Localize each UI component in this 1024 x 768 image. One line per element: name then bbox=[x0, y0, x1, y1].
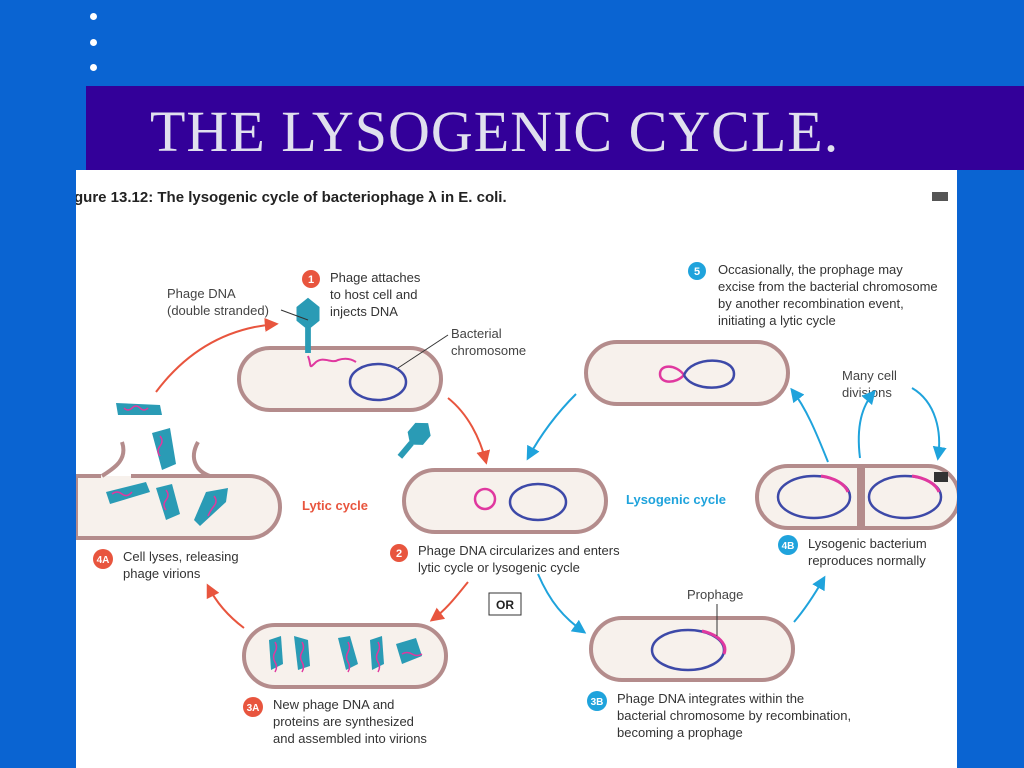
step-3b-text: Phage DNA integrates within the bacteria… bbox=[617, 691, 855, 740]
step-3b-badge: 3B bbox=[587, 691, 607, 711]
step-2-text: Phage DNA circularizes and enters lytic … bbox=[418, 543, 623, 575]
arrow-dividing-to-excision bbox=[790, 387, 829, 463]
bullet-dot-1 bbox=[90, 13, 97, 20]
figure-panel: gure 13.12: The lysogenic cycle of bacte… bbox=[76, 170, 957, 768]
arrow-circularize-to-assembly bbox=[429, 581, 469, 622]
arrow-attach-to-circularize bbox=[447, 397, 491, 465]
arrow-circularize-to-prophage bbox=[537, 573, 587, 634]
svg-text:1: 1 bbox=[308, 274, 314, 286]
arrow-lysis-to-attach bbox=[155, 317, 279, 393]
arrow-excision-to-circularize bbox=[526, 393, 577, 461]
title-bar bbox=[86, 86, 1024, 170]
svg-text:4A: 4A bbox=[97, 555, 110, 566]
lysogenic-cycle-label: Lysogenic cycle bbox=[626, 492, 726, 507]
svg-text:4B: 4B bbox=[782, 541, 795, 552]
bullet-dot-2 bbox=[90, 39, 97, 46]
corner-marker-icon bbox=[932, 192, 948, 201]
step-2-badge: 2 bbox=[390, 544, 408, 562]
step-3a-text: New phage DNA and proteins are synthesiz… bbox=[273, 697, 427, 746]
svg-text:3B: 3B bbox=[591, 697, 604, 708]
arrow-divisions-loop bbox=[857, 389, 876, 459]
bacterial-chromosome-pointer bbox=[397, 334, 449, 369]
bacterial-chromosome-label: Bacterial chromosome bbox=[451, 326, 526, 358]
lysogenic-cycle-diagram: gure 13.12: The lysogenic cycle of bacte… bbox=[76, 189, 957, 746]
phage-dna-label: Phage DNA (double stranded) bbox=[167, 286, 269, 318]
released-phages-icon bbox=[106, 403, 228, 526]
svg-text:2: 2 bbox=[396, 548, 402, 560]
step-3a-badge: 3A bbox=[243, 697, 263, 717]
step-4b-text: Lysogenic bacterium reproduces normally bbox=[808, 536, 930, 568]
step-5-text: Occasionally, the prophage may excise fr… bbox=[718, 262, 941, 328]
cell-prophage bbox=[589, 616, 795, 682]
arrow-divisions-return bbox=[911, 387, 947, 461]
free-phage-icon bbox=[397, 422, 431, 459]
cell-lysing bbox=[76, 441, 282, 540]
step-4a-text: Cell lyses, releasing phage virions bbox=[123, 549, 242, 581]
slide-title: THE LYSOGENIC CYCLE. bbox=[150, 99, 840, 164]
step-1-badge: 1 bbox=[302, 270, 320, 288]
cell-dividing bbox=[755, 464, 957, 530]
cell-excision bbox=[584, 340, 790, 406]
arrow-prophage-to-dividing bbox=[793, 575, 826, 623]
right-strip bbox=[957, 170, 1024, 768]
step-1-text: Phage attaches to host cell and injects … bbox=[330, 270, 424, 319]
step-4a-badge: 4A bbox=[93, 549, 113, 569]
bullet-dot-3 bbox=[90, 64, 97, 71]
attached-phage-icon bbox=[296, 297, 320, 353]
step-4b-badge: 4B bbox=[778, 535, 798, 555]
side-marker-icon bbox=[934, 472, 948, 482]
arrow-assembly-to-lysis bbox=[206, 583, 245, 629]
figure-caption: gure 13.12: The lysogenic cycle of bacte… bbox=[76, 189, 507, 206]
phage-dna-pointer bbox=[280, 309, 309, 321]
cell-assembly bbox=[242, 623, 448, 689]
lytic-cycle-label: Lytic cycle bbox=[302, 498, 368, 513]
svg-text:3A: 3A bbox=[247, 703, 260, 714]
or-label: OR bbox=[496, 598, 514, 612]
or-box bbox=[488, 592, 522, 616]
cell-attach bbox=[237, 346, 443, 412]
cell-circularized bbox=[402, 468, 608, 534]
prophage-label: Prophage bbox=[687, 587, 743, 602]
step-5-badge: 5 bbox=[688, 262, 706, 280]
svg-text:5: 5 bbox=[694, 266, 700, 278]
